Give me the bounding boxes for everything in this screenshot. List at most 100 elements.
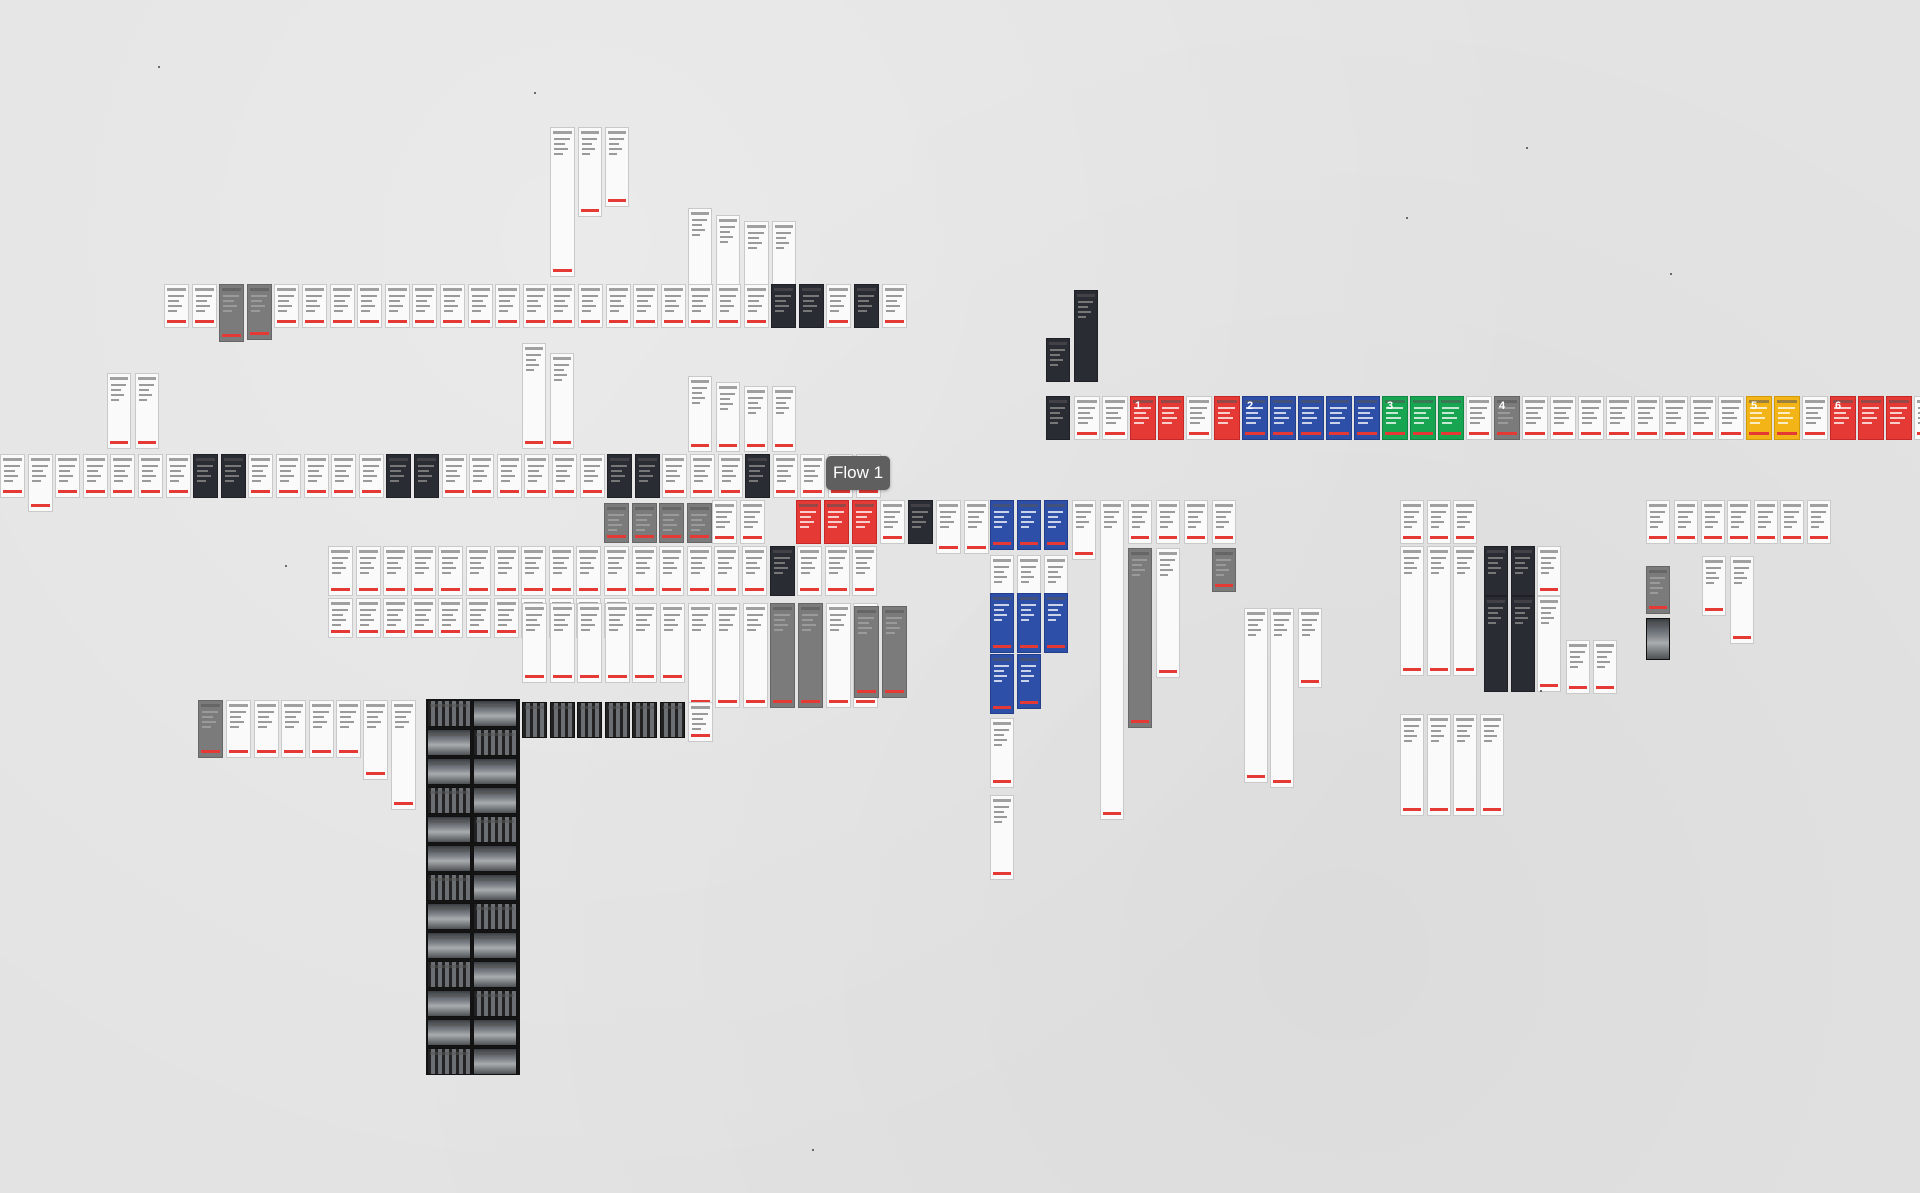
artboard[interactable]: [800, 454, 826, 498]
artboard[interactable]: [740, 500, 765, 544]
artboard[interactable]: [1510, 546, 1535, 596]
artboard[interactable]: [1914, 396, 1920, 440]
artboard[interactable]: [1426, 714, 1451, 816]
artboard[interactable]: [191, 284, 217, 328]
artboard[interactable]: [493, 598, 519, 638]
artboard[interactable]: [826, 284, 852, 328]
artboard[interactable]: [686, 546, 712, 596]
artboard[interactable]: [473, 787, 517, 814]
artboard[interactable]: [770, 603, 796, 708]
artboard[interactable]: 3: [1382, 396, 1408, 440]
artboard[interactable]: [634, 454, 660, 498]
artboard[interactable]: [1017, 500, 1041, 550]
artboard[interactable]: [1186, 396, 1212, 440]
artboard[interactable]: [473, 874, 517, 901]
artboard[interactable]: [607, 454, 633, 498]
artboard[interactable]: [1886, 396, 1912, 440]
artboard[interactable]: [246, 284, 272, 340]
artboard[interactable]: [336, 700, 362, 758]
artboard[interactable]: [990, 500, 1014, 550]
artboard[interactable]: [548, 546, 574, 596]
artboard[interactable]: [308, 700, 334, 758]
artboard[interactable]: [427, 1019, 471, 1046]
artboard[interactable]: [27, 454, 53, 512]
artboard[interactable]: [276, 454, 301, 498]
artboard[interactable]: [110, 454, 136, 498]
artboard[interactable]: [1400, 714, 1424, 816]
artboard[interactable]: [686, 503, 712, 543]
artboard[interactable]: [1802, 396, 1828, 440]
artboard[interactable]: [1354, 396, 1380, 440]
artboard[interactable]: [1400, 500, 1424, 544]
artboard[interactable]: [55, 454, 81, 498]
artboard[interactable]: [744, 386, 768, 452]
artboard[interactable]: [605, 127, 629, 207]
artboard[interactable]: [1718, 396, 1744, 440]
artboard[interactable]: [427, 845, 471, 872]
artboard[interactable]: [688, 284, 714, 328]
artboard[interactable]: [414, 454, 439, 498]
artboard[interactable]: [1326, 396, 1352, 440]
artboard[interactable]: [164, 284, 189, 328]
artboard[interactable]: [331, 454, 357, 498]
artboard[interactable]: [688, 376, 712, 452]
artboard[interactable]: [328, 598, 353, 638]
artboard[interactable]: [1646, 500, 1670, 544]
artboard[interactable]: [253, 700, 279, 758]
artboard[interactable]: [880, 500, 905, 544]
artboard[interactable]: [329, 284, 355, 328]
artboard[interactable]: [473, 758, 517, 785]
artboard[interactable]: [473, 845, 517, 872]
artboard[interactable]: [386, 454, 412, 498]
artboard[interactable]: [165, 454, 191, 498]
artboard[interactable]: [1479, 714, 1504, 816]
artboard[interactable]: [107, 373, 131, 449]
artboard[interactable]: [466, 546, 491, 596]
artboard[interactable]: [383, 598, 409, 638]
artboard[interactable]: 6: [1830, 396, 1856, 440]
artboard[interactable]: [1634, 396, 1660, 440]
artboard[interactable]: [660, 702, 685, 738]
artboard[interactable]: [604, 702, 630, 738]
artboard[interactable]: [1156, 500, 1180, 544]
artboard[interactable]: [427, 874, 471, 901]
artboard[interactable]: [274, 284, 300, 328]
artboard[interactable]: [1270, 608, 1294, 788]
artboard[interactable]: [493, 546, 519, 596]
artboard[interactable]: [990, 654, 1014, 714]
artboard[interactable]: [466, 598, 491, 638]
artboard[interactable]: [577, 702, 603, 738]
artboard[interactable]: [302, 284, 327, 328]
artboard[interactable]: [281, 700, 307, 758]
artboard[interactable]: [1674, 500, 1698, 544]
artboard[interactable]: [716, 382, 740, 452]
artboard[interactable]: [495, 284, 521, 328]
artboard[interactable]: [1690, 396, 1716, 440]
artboard[interactable]: [1700, 500, 1725, 544]
artboard[interactable]: [1400, 546, 1424, 676]
artboard[interactable]: [798, 603, 823, 708]
artboard[interactable]: [742, 603, 768, 708]
artboard[interactable]: [521, 546, 547, 596]
artboard[interactable]: [384, 284, 410, 328]
artboard[interactable]: [328, 546, 353, 596]
artboard[interactable]: [712, 500, 737, 544]
artboard[interactable]: [1438, 396, 1464, 440]
artboard[interactable]: [797, 546, 823, 596]
artboard[interactable]: [771, 284, 797, 328]
artboard[interactable]: [473, 932, 517, 959]
artboard[interactable]: [742, 546, 767, 596]
artboard[interactable]: [473, 816, 517, 843]
artboard[interactable]: [660, 603, 685, 683]
artboard[interactable]: [631, 503, 657, 543]
artboard[interactable]: [220, 454, 246, 498]
artboard[interactable]: [1044, 500, 1068, 550]
artboard[interactable]: [908, 500, 933, 544]
artboard[interactable]: [604, 603, 630, 683]
artboard[interactable]: [1046, 338, 1070, 382]
artboard[interactable]: [0, 454, 25, 498]
artboard[interactable]: [745, 454, 771, 498]
artboard[interactable]: [852, 500, 877, 544]
artboard[interactable]: [473, 1019, 517, 1046]
